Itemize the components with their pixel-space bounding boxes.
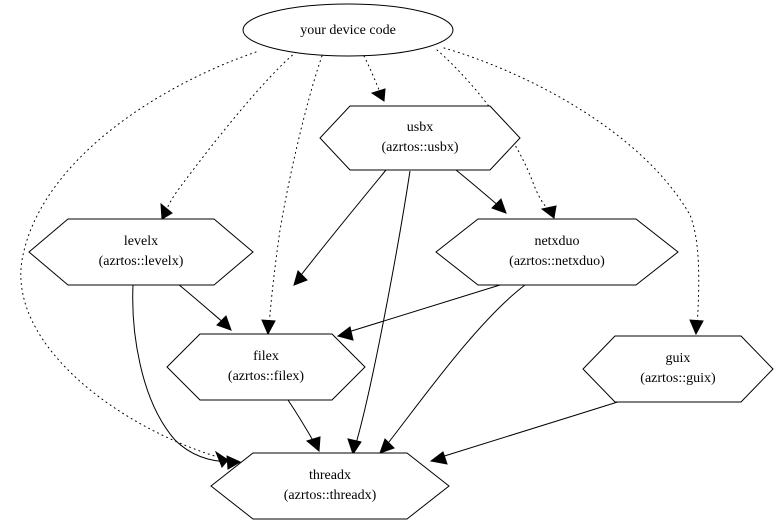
edge-device-to-levelx (160, 51, 297, 220)
edge-netxduo-to-threadx (379, 284, 526, 454)
node-netxduo-label-package: (azrtos::netxduo) (509, 254, 605, 269)
edge-netxduo-to-filex (336, 284, 501, 341)
node-filex[interactable]: filex (azrtos::filex) (166, 333, 366, 401)
node-guix[interactable]: guix (azrtos::guix) (582, 335, 774, 403)
edge-levelx-to-threadx (132, 284, 242, 470)
node-threadx-shape[interactable] (210, 452, 450, 520)
node-your-device-code-label: your device code (300, 23, 396, 38)
node-guix-label-name: guix (666, 351, 691, 366)
edge-device-to-threadx (20, 51, 257, 468)
node-usbx[interactable]: usbx (azrtos::usbx) (319, 105, 521, 171)
node-usbx-label-package: (azrtos::usbx) (382, 140, 459, 155)
edge-device-to-usbx (363, 55, 386, 102)
node-usbx-shape[interactable] (319, 105, 521, 171)
node-levelx[interactable]: levelx (azrtos::levelx) (28, 218, 254, 286)
edge-filex-to-threadx (287, 399, 321, 453)
node-threadx-label-name: threadx (309, 468, 351, 483)
edge-usbx-to-threadx (347, 170, 411, 456)
node-your-device-code[interactable]: your device code (242, 3, 454, 57)
edge-usbx-to-filex (293, 169, 387, 286)
node-filex-label-package: (azrtos::filex) (228, 369, 305, 384)
edge-device-to-guix (443, 47, 704, 336)
edge-layer (20, 47, 704, 470)
node-threadx-label-package: (azrtos::threadx) (284, 488, 377, 503)
node-levelx-label-name: levelx (124, 234, 158, 249)
node-filex-shape[interactable] (166, 333, 366, 401)
node-threadx[interactable]: threadx (azrtos::threadx) (210, 452, 450, 520)
edge-device-to-filex (261, 55, 323, 336)
edge-levelx-to-filex (177, 283, 232, 331)
node-filex-label-name: filex (253, 349, 279, 364)
edge-guix-to-threadx (429, 399, 625, 465)
node-guix-label-package: (azrtos::guix) (640, 371, 716, 386)
node-netxduo-shape[interactable] (435, 218, 679, 286)
node-levelx-label-package: (azrtos::levelx) (99, 254, 184, 269)
node-netxduo[interactable]: netxduo (azrtos::netxduo) (435, 218, 679, 286)
node-levelx-shape[interactable] (28, 218, 254, 286)
node-your-device-code-shape[interactable] (242, 3, 454, 57)
node-layer: your device code usbx (azrtos::usbx) lev… (28, 3, 774, 520)
edge-usbx-to-netxduo (455, 169, 507, 214)
node-guix-shape[interactable] (582, 335, 774, 403)
node-netxduo-label-name: netxduo (534, 234, 579, 249)
edge-device-to-netxduo (436, 49, 557, 219)
node-usbx-label-name: usbx (407, 120, 433, 135)
